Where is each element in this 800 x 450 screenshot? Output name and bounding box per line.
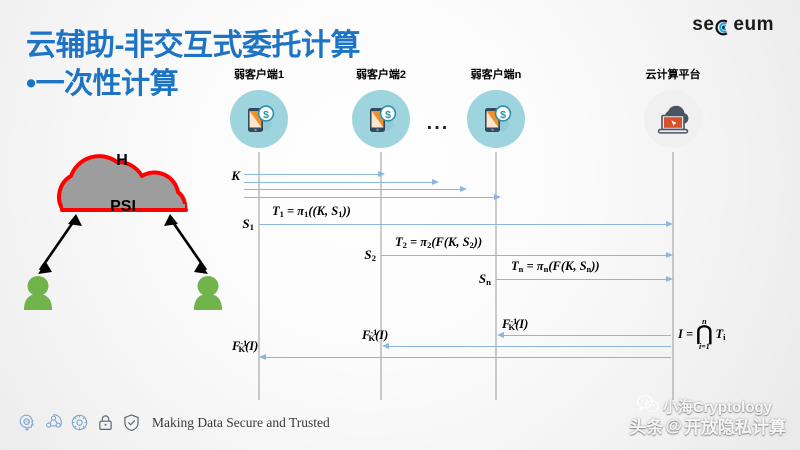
page-title-line2: •一次性计算 — [26, 68, 179, 100]
psi-diagram: H PSI — [18, 138, 228, 338]
clients-ellipsis: ... — [426, 112, 450, 134]
message-line-s2 — [381, 255, 671, 256]
message-line-k2 — [244, 182, 434, 183]
wechat-icon — [636, 394, 660, 418]
watermark-toutiao-prefix: 头条 — [629, 418, 664, 437]
message-arrow-k3 — [460, 186, 467, 192]
watermark-wechat-text: 小海Cryptology — [662, 398, 772, 416]
lifeline-cloud — [672, 152, 674, 400]
svg-text:$: $ — [385, 109, 391, 121]
psi-caption: PSI — [110, 198, 136, 215]
footer-tagline: Making Data Secure and Trusted — [152, 414, 330, 430]
message-line-sn — [496, 279, 671, 280]
formula-t1: T1 = π1((K, S1)) — [272, 204, 351, 220]
intersection-term: Ti — [715, 326, 726, 343]
message-label-s2: S2 — [364, 246, 376, 264]
lifeline-clientn — [495, 152, 497, 400]
message-arrow-sn — [666, 276, 673, 282]
intersection-operator: ⋂ — [696, 323, 713, 345]
party-label-cloud: 云计算平台 — [645, 69, 701, 81]
logo-text-right: eum — [733, 14, 774, 35]
logo-text-left: se — [692, 14, 715, 35]
lifeline-client2 — [380, 152, 382, 400]
message-line-k4 — [244, 197, 496, 198]
phone-money-icon: $ — [352, 90, 410, 148]
formula-inverse-2: F-1K(I) — [362, 327, 389, 343]
at-icon: @ — [665, 415, 682, 435]
watermark-toutiao: 头条 @ 开放隐私计算 — [629, 413, 786, 438]
message-line-return-1 — [266, 357, 671, 358]
intersection-lhs: I = — [678, 327, 694, 341]
watermark-wechat: 小海Cryptology — [636, 394, 772, 418]
formula-tn: Tn = πn(F(K, Sn)) — [511, 259, 600, 275]
intersection-upper: n — [702, 317, 707, 326]
svg-text:$: $ — [500, 109, 506, 121]
gear-icon — [70, 413, 89, 432]
formula-inverse-1: F-1K(I) — [232, 338, 259, 354]
message-arrow-return-1 — [259, 354, 266, 360]
message-label-sn: Sn — [478, 270, 491, 288]
lock-icon — [96, 413, 115, 432]
formula-intersection: I = n ⋂ i=1 Ti — [678, 318, 726, 351]
shield-check-icon — [122, 413, 141, 432]
message-arrow-s2 — [666, 252, 673, 258]
message-arrow-k4 — [494, 194, 501, 200]
lifeline-client1 — [258, 152, 260, 400]
party-label-client2: 弱客户端2 — [355, 69, 407, 81]
party-label-client1: 弱客户端1 — [233, 69, 285, 81]
message-line-s1 — [259, 224, 671, 225]
watermark-toutiao-text: 开放隐私计算 — [684, 418, 786, 437]
message-line-return-n — [504, 335, 671, 336]
ai-head-icon: AI — [18, 413, 37, 432]
formula-t2: T2 = π2(F(K, S2)) — [395, 235, 483, 251]
message-label-s1: S1 — [242, 215, 254, 233]
cloud-laptop-icon — [644, 90, 702, 148]
phone-money-icon: $ — [230, 90, 288, 148]
brand-logo: se eum — [692, 14, 774, 36]
logo-c-wave-icon — [715, 19, 732, 36]
message-line-k1 — [244, 174, 380, 175]
cloud-label-h: H — [116, 152, 128, 169]
message-arrow-return-2 — [382, 343, 389, 349]
formula-inverse-n: F-1K(I) — [502, 316, 529, 332]
message-line-return-2 — [389, 346, 671, 347]
message-arrow-k1 — [378, 171, 385, 177]
svg-text:$: $ — [263, 109, 269, 121]
network-people-icon — [44, 413, 63, 432]
message-label-k: K — [231, 168, 240, 183]
message-arrow-return-n — [497, 332, 504, 338]
message-arrow-s1 — [666, 221, 673, 227]
intersection-lower: i=1 — [698, 342, 710, 351]
message-line-k3 — [244, 189, 462, 190]
message-arrow-k2 — [432, 179, 439, 185]
party-label-clientn: 弱客户端n — [470, 69, 522, 81]
page-title-line1: 云辅助-非交互式委托计算 — [26, 29, 361, 62]
footer-bar: AI — [18, 413, 330, 432]
svg-text:AI: AI — [25, 419, 29, 424]
phone-money-icon: $ — [467, 90, 525, 148]
